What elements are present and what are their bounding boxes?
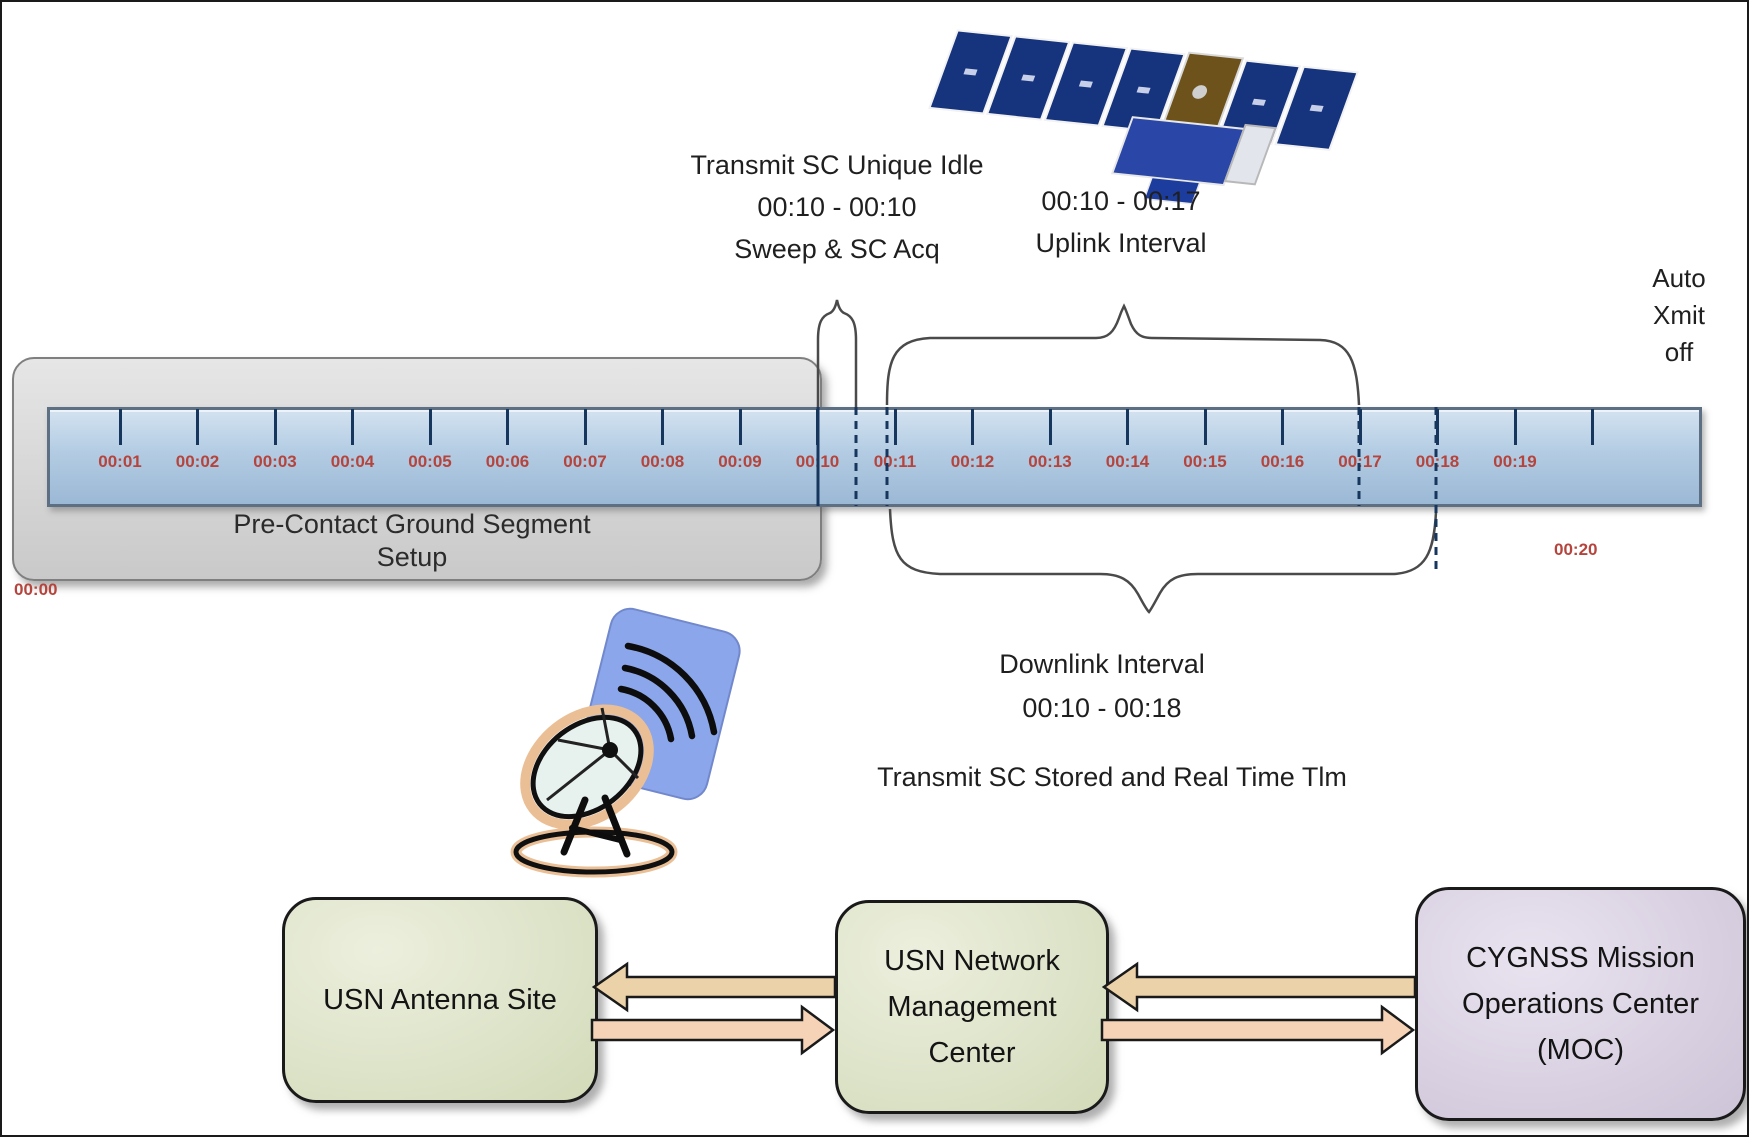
auto-xmit-line1: Auto [1652, 263, 1706, 293]
node-moc-line3: (MOC) [1537, 1034, 1624, 1066]
time-end-label: 00:20 [1554, 540, 1598, 559]
node-usn-network-management-center: USN Network Management Center [835, 900, 1109, 1114]
auto-xmit-line3: off [1664, 337, 1694, 367]
node-network-line2: Management [887, 991, 1057, 1023]
pre-contact-label: Pre-Contact Ground Segment Setup [17, 508, 807, 574]
arrow-moc-to-network [1101, 961, 1417, 1013]
node-moc-line1: CYGNSS Mission [1466, 942, 1695, 974]
downlink-line1: Downlink Interval [999, 649, 1205, 679]
ground-antenna-icon [510, 607, 741, 878]
sweep-line2: 00:10 - 00:10 [757, 192, 917, 222]
sweep-line1: Transmit SC Unique Idle [690, 150, 984, 180]
sweep-brace [816, 299, 858, 407]
downlink-tlm-annotation: Transmit SC Stored and Real Time Tlm [877, 762, 1347, 792]
arrow-network-to-antenna [591, 961, 837, 1013]
node-network-line3: Center [928, 1037, 1016, 1069]
auto-xmit-annotation: Auto Xmit off [1624, 260, 1734, 371]
uplink-brace [885, 303, 1361, 406]
sweep-annotation: Transmit SC Unique Idle 00:10 - 00:10 Sw… [617, 144, 1057, 270]
uplink-line1: 00:10 - 00:17 [1041, 186, 1201, 216]
node-moc-line2: Operations Center [1462, 988, 1699, 1020]
arrow-antenna-to-network [590, 1004, 836, 1056]
node-cygnss-moc: CYGNSS Mission Operations Center (MOC) [1415, 887, 1746, 1121]
node-usn-antenna-site: USN Antenna Site [282, 897, 598, 1103]
node-network-line1: USN Network [884, 945, 1060, 977]
downlink-line2: 00:10 - 00:18 [1022, 693, 1182, 723]
downlink-annotation: Downlink Interval 00:10 - 00:18 [852, 642, 1352, 730]
downlink-brace [888, 508, 1438, 614]
timeline-bar [47, 407, 1702, 507]
node-antenna-label: USN Antenna Site [323, 984, 557, 1016]
arrow-network-to-moc [1100, 1004, 1416, 1056]
sweep-line3: Sweep & SC Acq [734, 234, 940, 264]
pre-contact-line2: Setup [376, 542, 448, 572]
uplink-line2: Uplink Interval [1035, 228, 1207, 258]
satellite-icon [928, 29, 1359, 205]
pre-contact-line1: Pre-Contact Ground Segment [233, 509, 591, 539]
uplink-annotation: 00:10 - 00:17 Uplink Interval [941, 180, 1301, 264]
time-start-label: 00:00 [14, 580, 58, 599]
auto-xmit-line2: Xmit [1653, 300, 1705, 330]
